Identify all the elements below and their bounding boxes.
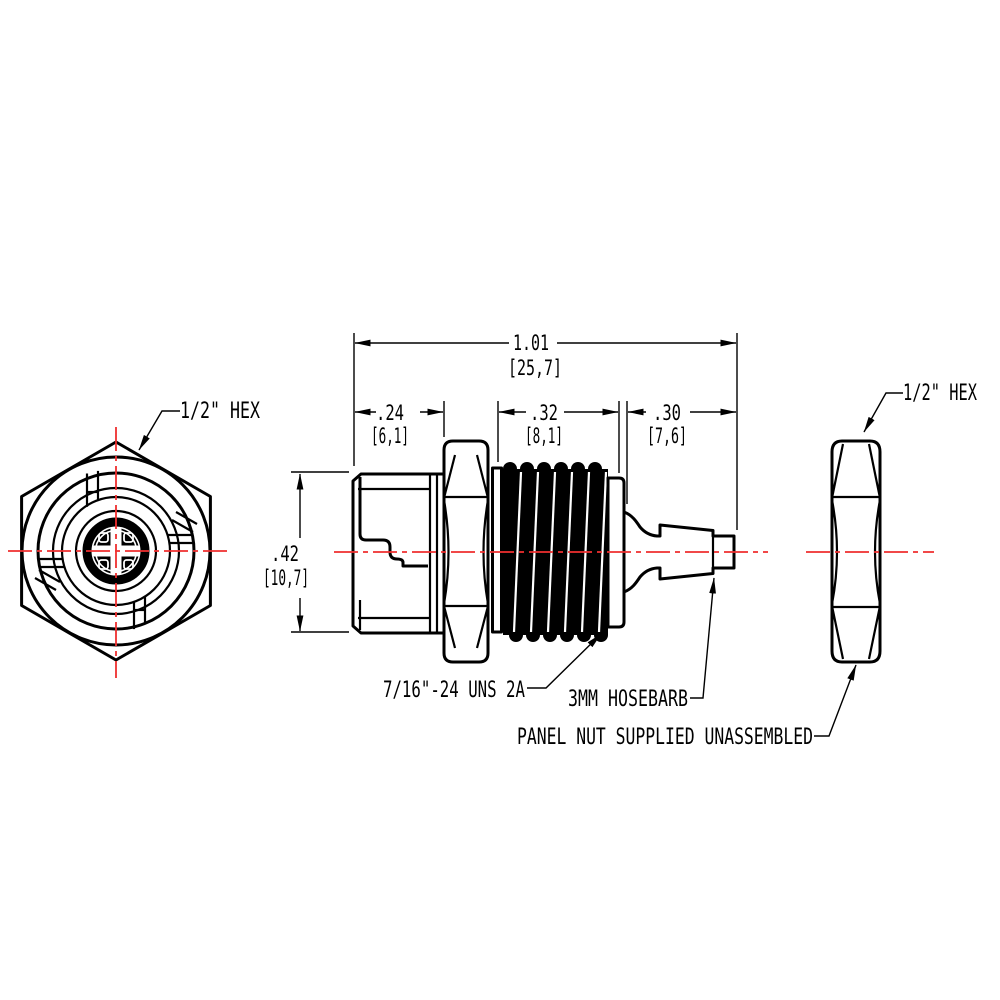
callout-panel-nut: PANEL NUT SUPPLIED UNASSEMBLED [517, 664, 857, 750]
dim-height-in: .42 [271, 542, 299, 566]
dimensions: 1.01 [25,7] .24 [6,1] .32 [8,1] .30 [7,6… [263, 331, 738, 633]
thread-section [503, 462, 608, 642]
callout-hosebarb: 3MM HOSEBARB [568, 577, 716, 712]
front-port-features [34, 470, 198, 630]
callout-thread-spec: 7/16"-24 UNS 2A [383, 633, 602, 703]
extension-lines [291, 333, 738, 633]
dim-barb-in: .30 [653, 401, 681, 425]
dim-body-length: .24 [6,1] [354, 401, 444, 448]
front-hex-outline [20, 440, 212, 662]
body-keyway [358, 477, 428, 568]
callout-front-hex: 1/2" HEX [138, 399, 261, 451]
dim-barb-length: .30 [7,6] [627, 401, 737, 448]
dim-thread-in: .32 [530, 401, 558, 425]
panel-nut-note: PANEL NUT SUPPLIED UNASSEMBLED [517, 725, 813, 750]
dim-height-mm: [10,7] [263, 566, 309, 590]
hosebarb-label: 3MM HOSEBARB [568, 687, 688, 712]
dim-body-mm: [6,1] [371, 424, 409, 448]
dim-thread-length: .32 [8,1] [498, 401, 619, 448]
panel-nut-view [806, 439, 934, 664]
body-section [351, 472, 446, 635]
dim-hex-height: .42 [10,7] [263, 473, 309, 632]
dim-barb-mm: [7,6] [647, 424, 687, 448]
front-flange [491, 466, 503, 634]
dim-overall-length: 1.01 [25,7] [354, 331, 737, 380]
callouts: 1/2" HEX 1/2" HEX 7/16"-24 UNS 2A 3MM HO… [138, 381, 978, 750]
dim-thread-mm: [8,1] [525, 424, 563, 448]
dim-overall-mm: [25,7] [508, 356, 562, 380]
callout-nut-hex: 1/2" HEX [863, 381, 978, 433]
thread-spec-label: 7/16"-24 UNS 2A [383, 678, 525, 703]
nut-hex-label: 1/2" HEX [903, 381, 978, 406]
front-view [8, 427, 227, 678]
dim-overall-in: 1.01 [513, 331, 549, 355]
front-hex-label: 1/2" HEX [180, 399, 261, 424]
side-view [334, 439, 768, 664]
dim-body-in: .24 [376, 401, 404, 425]
